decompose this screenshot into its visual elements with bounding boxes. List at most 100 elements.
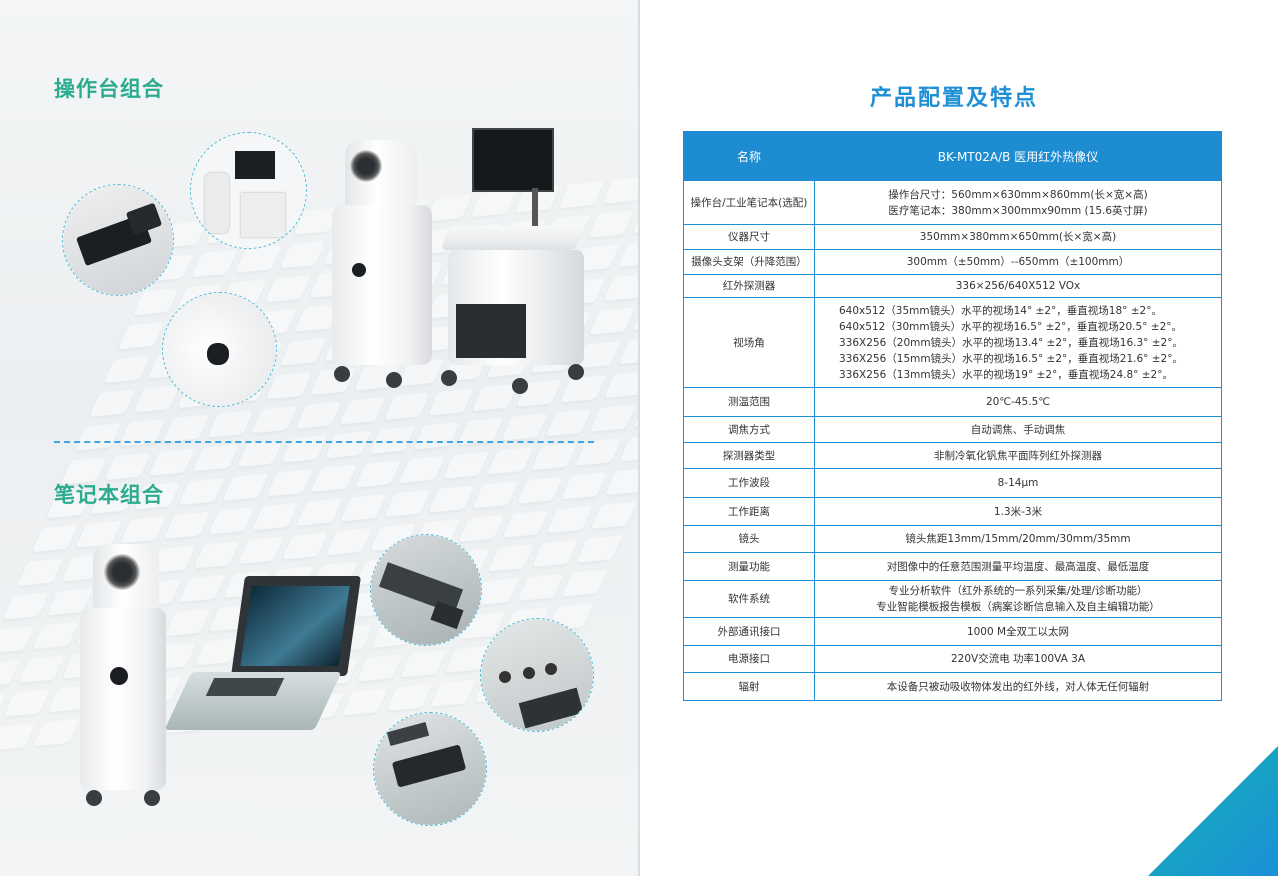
spec-key: 测温范围	[683, 387, 815, 417]
keyboard-key	[133, 385, 180, 413]
laptop-keyboard-detail-photo	[370, 534, 482, 646]
spec-key: 电源接口	[683, 645, 815, 673]
keyboard-key	[356, 654, 403, 682]
spec-value: 350mm×380mm×650mm(长×宽×高)	[814, 224, 1222, 250]
keyboard-key	[32, 621, 79, 650]
spec-value-line: 8-14μm	[997, 477, 1039, 489]
keyboard-key	[458, 514, 505, 543]
keyboard-key	[516, 476, 563, 504]
keyboard-key	[193, 541, 240, 569]
spec-value: 1.3米-3米	[814, 497, 1222, 526]
keyboard-key	[237, 439, 283, 468]
keyboard-key	[617, 239, 638, 268]
keyboard-key	[532, 539, 579, 568]
console-detail-photo	[190, 132, 307, 249]
keyboard-key	[103, 355, 150, 384]
keyboard-key	[0, 723, 36, 751]
keyboard-key	[427, 388, 474, 416]
keyboard-key	[326, 527, 372, 556]
spec-value-line: 对图像中的任意范围测量平均温度、最高温度、最低温度	[886, 560, 1150, 573]
spec-value-line: 350mm×380mm×650mm(长×宽×高)	[919, 231, 1117, 243]
keyboard-key	[603, 273, 638, 302]
keyboard-key	[602, 176, 638, 205]
keyboard-key	[3, 689, 50, 717]
table-row: 辐射本设备只被动吸收物体发出的红外线，对人体无任何辐射	[683, 672, 1222, 701]
spec-key: 辐射	[683, 672, 815, 701]
spec-value-line: 300mm（±50mm）--650mm（±100mm）	[906, 256, 1130, 268]
keyboard-key	[383, 392, 430, 421]
spec-value-line: 336X256（13mm镜头）水平的视场19° ±2°，垂直视场24.8° ±2…	[839, 368, 1173, 381]
header-key: 名称	[683, 131, 815, 181]
keyboard-key	[235, 245, 282, 273]
keyboard-key	[501, 413, 548, 441]
spec-value-line: 非制冷氧化钒焦平面阵列红外探测器	[934, 449, 1102, 462]
spec-key: 工作距离	[683, 497, 815, 526]
keyboard-key	[546, 505, 593, 534]
spec-value-line: 专业智能模板报告模板（病案诊断信息输入及自主编辑功能）	[876, 601, 1160, 613]
keyboard-key	[443, 451, 489, 479]
spec-value: 镜头焦距13mm/15mm/20mm/30mm/35mm	[814, 525, 1222, 553]
keyboard-key	[604, 370, 638, 399]
spec-key: 视场角	[683, 297, 815, 388]
spec-value-line: 336X256（20mm镜头）水平的视场13.4° ±2°，垂直视场16.3° …	[839, 336, 1183, 349]
spec-value: 专业分析软件（红外系统的一系列采集/处理/诊断功能） 专业智能模板报告模板（病案诊…	[814, 580, 1222, 618]
spec-value: 220V交流电 功率100VA 3A	[814, 645, 1222, 673]
keyboard-key	[164, 511, 210, 540]
section-divider	[54, 441, 594, 443]
table-row: 探测器类型非制冷氧化钒焦平面阵列红外探测器	[683, 442, 1222, 469]
keyboard-key	[237, 536, 284, 565]
keyboard-key	[426, 194, 473, 222]
spec-key: 调焦方式	[683, 416, 815, 443]
keyboard-key	[576, 535, 623, 563]
spec-value: 1000 M全双工以太网	[814, 617, 1222, 646]
page-title: 产品配置及特点	[870, 86, 1039, 111]
keyboard-key	[132, 288, 179, 316]
keyboard-key	[252, 502, 299, 531]
spec-value-line: 640x512（30mm镜头）水平的视场16.5° ±2°，垂直视场20.5° …	[839, 320, 1183, 333]
spec-table-body: 操作台/工业笔记本(选配)操作台尺寸：560mm×630mm×860mm(长×宽…	[683, 180, 1222, 701]
table-row: 工作波段 8-14μm	[683, 468, 1222, 498]
spec-key: 工作波段	[683, 468, 815, 498]
spec-table: 名称 BK-MT02A/B 医用红外热像仪 操作台/工业笔记本(选配)操作台尺寸…	[683, 131, 1222, 701]
keyboard-key	[619, 433, 638, 462]
spec-value-line: 操作台尺寸：560mm×630mm×860mm(长×宽×高)	[888, 188, 1148, 201]
keyboard-key	[558, 180, 605, 209]
keyboard-key	[488, 544, 534, 572]
keyboard-key	[342, 688, 389, 716]
spec-key: 镜头	[683, 525, 815, 553]
keyboard-key	[251, 405, 298, 434]
keyboard-key	[104, 452, 151, 481]
table-row: 调焦方式自动调焦、手动调焦	[683, 416, 1222, 443]
keyboard-key	[470, 189, 517, 218]
keyboard-key	[17, 558, 64, 587]
keyboard-key	[164, 608, 211, 637]
keyboard-key	[280, 338, 327, 366]
spec-value: 对图像中的任意范围测量平均温度、最高温度、最低温度	[814, 552, 1222, 581]
spec-value: 8-14μm	[814, 468, 1222, 498]
spec-value-line: 镜头焦距13mm/15mm/20mm/30mm/35mm	[905, 533, 1131, 545]
spec-value-line: 220V交流电 功率100VA 3A	[951, 653, 1085, 665]
spec-value-line: 336X256（15mm镜头）水平的视场16.5° ±2°，垂直视场21.6° …	[839, 352, 1183, 365]
table-row: 摄像头支架（升降范围）300mm（±50mm）--650mm（±100mm）	[683, 249, 1222, 275]
keyboard-key	[560, 472, 607, 500]
keyboard-key	[430, 679, 477, 707]
keyboard-key	[281, 435, 327, 463]
spec-value-line: 640x512（35mm镜头）水平的视场14° ±2°，垂直视场18° ±2°。	[839, 304, 1162, 317]
table-row: 镜头 镜头焦距13mm/15mm/20mm/30mm/35mm	[683, 525, 1222, 553]
logo-detail-photo	[162, 292, 277, 407]
keyboard-key	[517, 573, 564, 601]
page-fold	[638, 0, 640, 876]
spec-key: 仪器尺寸	[683, 224, 815, 250]
laptop-section-title: 笔记本组合	[54, 483, 164, 507]
control-panel-detail-photo	[480, 618, 594, 732]
keyboard-key	[0, 660, 20, 688]
keyboard-key	[590, 501, 637, 529]
keyboard-detail-photo	[62, 184, 174, 296]
spec-value-line: 专业分析软件（红外系统的一系列采集/处理/诊断功能）	[888, 585, 1148, 597]
spec-key: 软件系统	[683, 580, 815, 618]
keyboard-key	[89, 389, 136, 417]
keyboard-key	[310, 464, 357, 493]
keyboard-key	[178, 477, 225, 506]
